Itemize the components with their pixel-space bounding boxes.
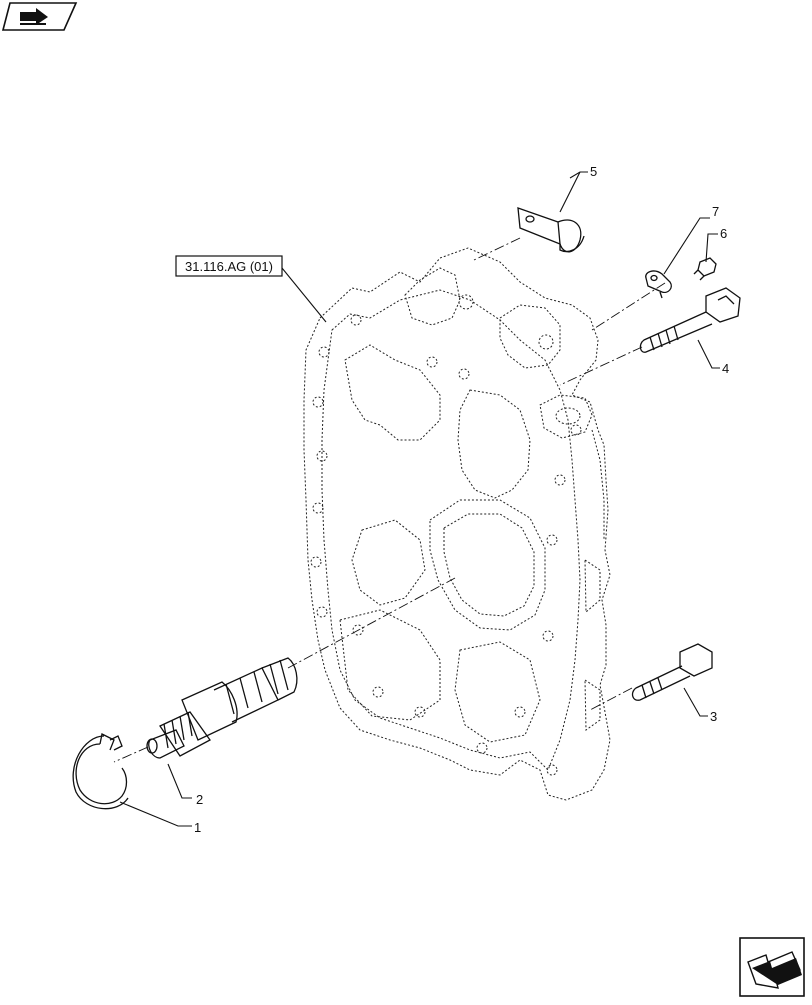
- callout-7: 7: [712, 204, 719, 219]
- reference-label[interactable]: 31.116.AG (01): [175, 255, 283, 277]
- housing-cover: [303, 247, 611, 801]
- clip-bracket-part-5: [517, 207, 585, 253]
- small-screw-part-6: [693, 257, 717, 281]
- callout-3: 3: [710, 709, 717, 724]
- callout-2: 2: [196, 792, 203, 807]
- book-arrow-icon[interactable]: [1, 2, 78, 31]
- callout-6: 6: [720, 226, 727, 241]
- snap-ring-part-1: [72, 733, 129, 810]
- callout-1: 1: [194, 820, 201, 835]
- short-bolt-part-3: [631, 643, 713, 701]
- callouts: 1 2 3 4 5 6 7: [194, 164, 729, 835]
- long-bolt-part-4: [639, 287, 741, 353]
- splined-shaft-part-2: [146, 657, 298, 759]
- small-clamp-part-7: [645, 270, 672, 299]
- reference-label-text: 31.116.AG (01): [185, 259, 273, 274]
- leader-lines: [119, 171, 720, 827]
- center-lines: [113, 237, 666, 763]
- next-page-arrow-icon[interactable]: [739, 937, 805, 997]
- callout-5: 5: [590, 164, 597, 179]
- callout-4: 4: [722, 361, 729, 376]
